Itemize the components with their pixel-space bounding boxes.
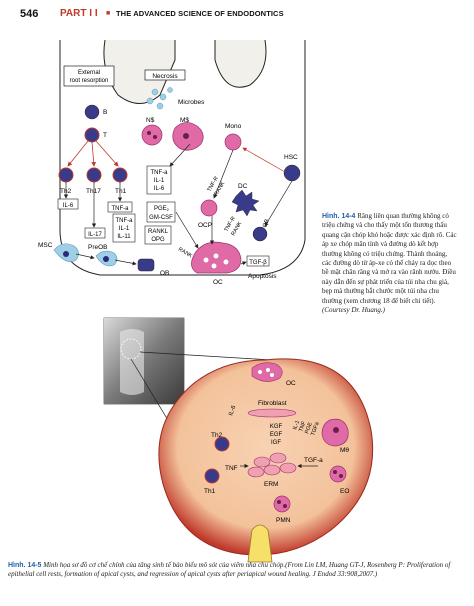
external-root-resorption-label-1: External xyxy=(78,70,100,76)
ocp-cell xyxy=(200,199,218,217)
tnf-il1-il11-3: IL-11 xyxy=(117,234,131,240)
microbes-label: Microbes xyxy=(178,99,205,106)
caption-label: Hình. 14-5 xyxy=(8,562,42,569)
header-bullet-icon: ■ xyxy=(106,10,111,17)
figure-14-5-caption: Hình. 14-5 Minh họa sơ đồ cơ chế chính c… xyxy=(8,561,466,580)
th1-label: Th1 xyxy=(115,188,127,195)
monocyte-label: Mono xyxy=(225,123,242,130)
erm-cluster xyxy=(247,452,297,478)
th17-label: Th17 xyxy=(86,188,101,195)
pge-label: PGE2 xyxy=(154,206,170,212)
lesion-th1-cell xyxy=(204,468,220,484)
eo-label: EO xyxy=(340,488,349,495)
egf-label: EGF xyxy=(270,432,283,438)
figure-14-4-caption: Hình. 14-4 Răng liên quan thường không c… xyxy=(322,212,458,315)
lesion-th1-label: Th1 xyxy=(204,488,216,495)
lesion-body xyxy=(158,358,374,556)
microbes-cluster xyxy=(146,87,173,110)
lesion-th2-cell xyxy=(214,436,230,452)
tgfb-label: TGF-β xyxy=(249,260,267,266)
b-cell xyxy=(84,104,100,120)
neutrophil-cell xyxy=(141,124,163,146)
caption-text: Minh họa sơ đồ cơ chế chính của tăng sin… xyxy=(8,561,451,579)
b-cell-label: B xyxy=(103,109,107,116)
il1-group-4: TGFa xyxy=(310,421,321,437)
necrosis-label: Necrosis xyxy=(152,73,178,80)
msc-label: MSC xyxy=(38,242,53,249)
caption-text: Răng liên quan thường không có triệu chứ… xyxy=(322,212,457,305)
fibroblast-label: Fibroblast xyxy=(258,400,287,407)
kgf-label: KGF xyxy=(270,424,283,430)
dendritic-cell xyxy=(231,189,260,217)
tnf-il-group-2: IL-1 xyxy=(154,178,165,184)
gmcsf-label: GM-CSF xyxy=(149,215,173,221)
il17-label: IL-17 xyxy=(88,232,102,238)
lesion-macrophage-label: Mθ xyxy=(340,447,349,454)
pmn-label: PMN xyxy=(276,517,291,524)
running-title: THE ADVANCED SCIENCE OF ENDODONTICS xyxy=(116,9,284,18)
macrophage-label: M$ xyxy=(180,117,189,124)
igf-label: IGF xyxy=(271,440,281,446)
caption-label: Hình. 14-4 xyxy=(322,213,356,220)
pmn-cell xyxy=(273,495,291,513)
page-number: 546 xyxy=(20,8,39,20)
neutrophil-label: N$ xyxy=(146,117,155,124)
il1-group-3: PGE xyxy=(304,421,314,434)
external-root-resorption-label-2: root resorption xyxy=(70,78,109,84)
fibroblast-cell xyxy=(247,408,297,418)
ob-cell xyxy=(137,258,155,272)
rankl-label: RANKL xyxy=(148,229,169,235)
tnf-il1-il11-2: IL-1 xyxy=(119,226,130,232)
ob-label: OB xyxy=(160,270,169,277)
t-cell-label: T xyxy=(103,132,107,139)
root-apex-right xyxy=(214,39,267,88)
tnfa-label: TNF-a xyxy=(112,206,130,212)
preob-label: PreOB xyxy=(88,244,108,251)
eosinophil-cell xyxy=(329,465,347,483)
il1-group-1: IL-1 xyxy=(292,420,301,431)
lesion-oc xyxy=(251,362,283,382)
dc-label: DC xyxy=(238,183,248,190)
erm-label: ERM xyxy=(264,481,278,488)
lesion-il6-label: IL-6 xyxy=(228,404,237,416)
lesion-tgfa-label: TGF-a xyxy=(304,457,323,464)
lesion-th2-label: Th2 xyxy=(211,432,223,439)
ob-cell-right xyxy=(252,226,268,242)
apoptosis-label: Apoptosis xyxy=(248,273,277,280)
lesion-tnf-label: TNF xyxy=(225,465,238,472)
lesion-oc-label: OC xyxy=(286,380,296,387)
tnf-il1-il11-1: TNF-a xyxy=(116,218,134,224)
opg-label: OPG xyxy=(151,237,165,243)
part-label: PART I I xyxy=(60,8,98,19)
lesion-root xyxy=(247,524,273,563)
il1-group-2: TNF xyxy=(298,420,308,433)
ocp-label: OCP xyxy=(198,222,212,229)
il6-label: IL-6 xyxy=(63,203,74,209)
oc-label: OC xyxy=(213,279,223,286)
tnf-il-group-3: IL-6 xyxy=(154,186,165,192)
hsc-label: HSC xyxy=(284,154,298,161)
caption-credit: (Courtesy Dr. Huang.) xyxy=(322,306,385,315)
tnf-il-group-1: TNF-a xyxy=(151,170,169,176)
root-apex-left xyxy=(103,39,176,104)
